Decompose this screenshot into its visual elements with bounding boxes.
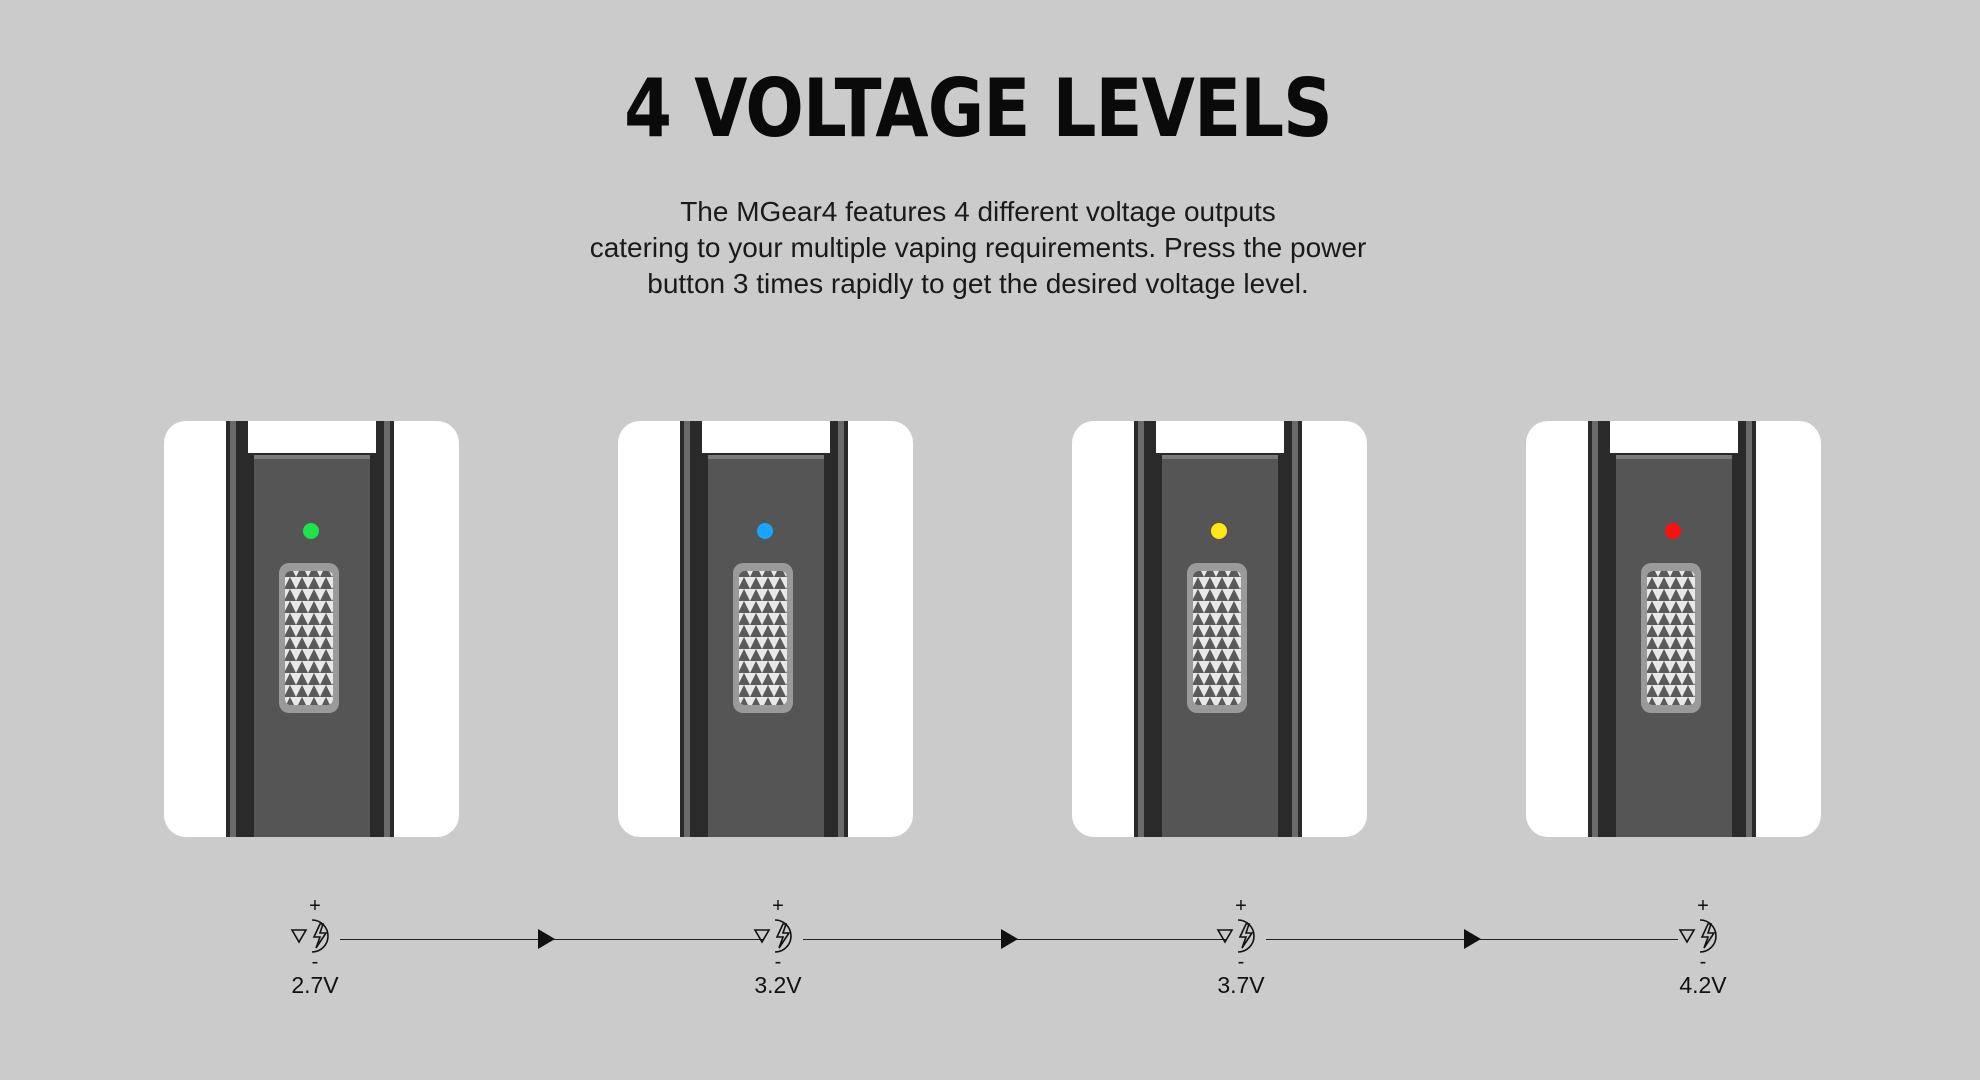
description-line-1: The MGear4 features 4 different voltage … — [680, 196, 1276, 227]
led-indicator — [1211, 523, 1227, 539]
description-line-2: catering to your multiple vaping require… — [589, 232, 1367, 263]
led-indicator — [757, 523, 773, 539]
battery-voltage-icon — [290, 916, 340, 956]
description: The MGear4 features 4 different voltage … — [0, 194, 1956, 302]
device-image-2 — [680, 421, 848, 837]
arrow-right-icon — [1001, 929, 1018, 949]
device-card-4 — [1526, 421, 1821, 837]
description-line-3: button 3 times rapidly to get the desire… — [647, 268, 1309, 299]
device-image-1 — [226, 421, 394, 837]
device-image-4 — [1588, 421, 1756, 837]
voltage-label: 3.7V — [1217, 972, 1265, 998]
voltage-level-4: + - 4.2V — [1678, 896, 1788, 1006]
plus-sign: + — [772, 895, 784, 917]
device-card-2 — [618, 421, 913, 837]
led-indicator — [1665, 523, 1681, 539]
battery-voltage-icon — [1216, 916, 1266, 956]
voltage-label: 4.2V — [1679, 972, 1727, 998]
voltage-level-3: + - 3.7V — [1216, 896, 1326, 1006]
voltage-level-1: + - 2.7V — [290, 896, 400, 1006]
plus-sign: + — [309, 895, 321, 917]
minus-sign: - — [1699, 951, 1707, 973]
voltage-level-2: + - 3.2V — [753, 896, 863, 1006]
voltage-label: 2.7V — [291, 972, 339, 998]
minus-sign: - — [1237, 951, 1245, 973]
arrow-right-icon — [538, 929, 555, 949]
device-card-1 — [164, 421, 459, 837]
battery-voltage-icon — [1678, 916, 1728, 956]
battery-voltage-icon — [753, 916, 803, 956]
plus-sign: + — [1235, 895, 1247, 917]
arrow-right-icon — [1464, 929, 1481, 949]
plus-sign: + — [1697, 895, 1709, 917]
minus-sign: - — [774, 951, 782, 973]
page-title: 4 VOLTAGE LEVELS — [624, 62, 1333, 155]
led-indicator — [303, 523, 319, 539]
voltage-label: 3.2V — [754, 972, 802, 998]
device-image-3 — [1134, 421, 1302, 837]
device-card-3 — [1072, 421, 1367, 837]
minus-sign: - — [311, 951, 319, 973]
